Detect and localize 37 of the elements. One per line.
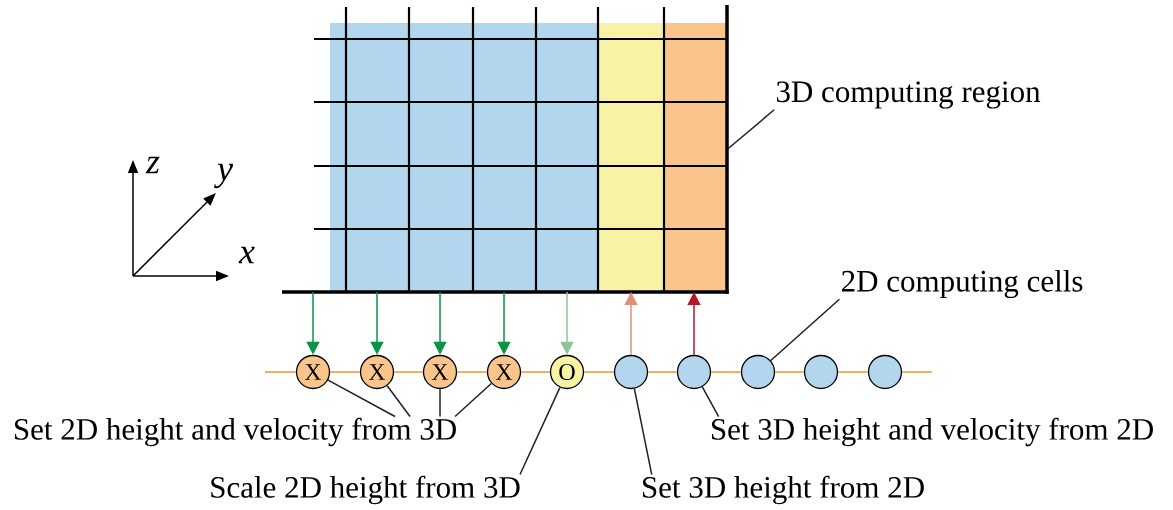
connecting-line	[393, 371, 424, 373]
cell-circle	[613, 354, 649, 390]
cell-circle	[740, 354, 776, 390]
cell-circle	[676, 354, 712, 390]
callout-text: 2D computing cells	[841, 269, 1083, 299]
leader-line	[327, 379, 396, 418]
leader-line	[633, 388, 653, 476]
connecting-line	[710, 371, 742, 373]
connecting-line	[774, 371, 805, 373]
leader-line	[701, 386, 720, 418]
connecting-line	[520, 371, 551, 373]
connecting-line	[329, 371, 361, 373]
leader-line	[386, 385, 411, 418]
connecting-line	[901, 371, 933, 373]
callout-text: Scale 2D height from 3D	[211, 475, 520, 505]
leader-line	[439, 388, 441, 418]
cell-circle	[803, 354, 839, 390]
callout-text: Set 3D height and velocity from 2D	[711, 417, 1153, 447]
cell-circle	[867, 354, 903, 390]
callout-text: Set 3D height from 2D	[643, 475, 924, 505]
connecting-line	[456, 371, 488, 373]
axis-label: y	[214, 163, 233, 189]
axis-label: x	[238, 246, 255, 264]
grid-region-drawing	[282, 5, 729, 294]
arrow	[624, 292, 638, 356]
axis-label: z	[145, 156, 160, 174]
connecting-line	[583, 371, 615, 373]
connecting-line	[647, 371, 678, 373]
leader-line	[726, 109, 775, 151]
callout-text: Set 2D height and velocity from 3D	[14, 417, 456, 447]
leader-line	[519, 386, 561, 476]
connecting-line	[837, 371, 869, 373]
connecting-line	[264, 371, 297, 373]
leader-line	[454, 382, 493, 418]
leader-line	[770, 298, 841, 362]
arrow	[687, 292, 701, 356]
callout-text: 3D computing region	[776, 81, 1041, 109]
